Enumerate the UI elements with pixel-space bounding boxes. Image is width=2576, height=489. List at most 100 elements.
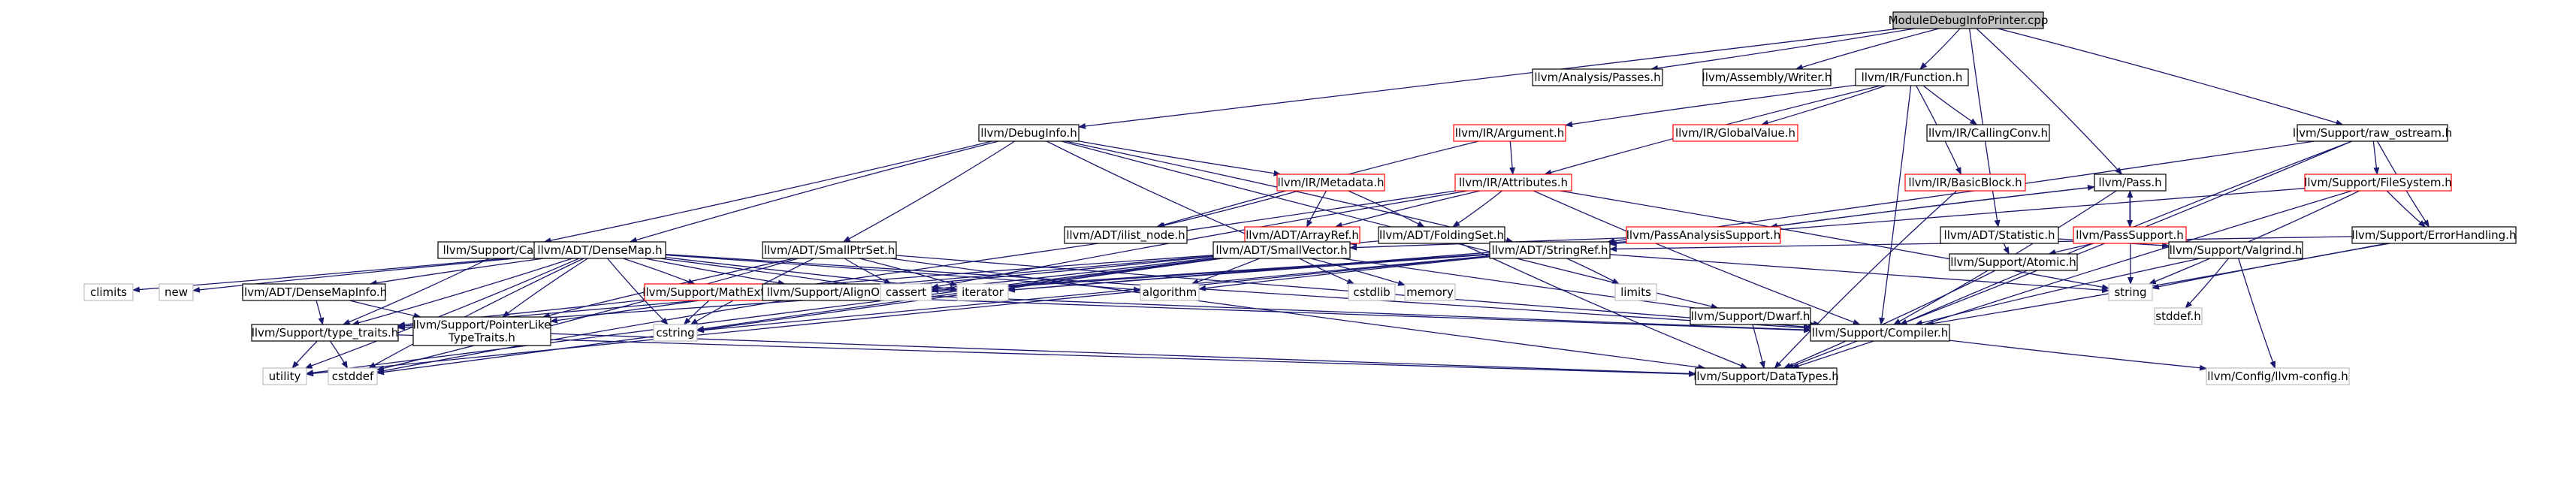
node-memory-label: memory bbox=[1406, 285, 1454, 299]
edge-typetraits-to-cstddef bbox=[329, 340, 349, 369]
node-argument[interactable]: llvm/IR/Argument.h bbox=[1453, 124, 1566, 142]
node-cstdlib[interactable]: cstdlib bbox=[1348, 283, 1396, 301]
node-utility-box bbox=[262, 367, 307, 385]
node-smallptrset-box bbox=[762, 241, 897, 259]
node-arrayref[interactable]: llvm/ADT/ArrayRef.h bbox=[1244, 226, 1360, 244]
node-attributes-box bbox=[1454, 174, 1572, 192]
edge-debuginfo-to-dwarf bbox=[1061, 140, 1719, 309]
node-new[interactable]: new bbox=[159, 283, 194, 301]
node-passes[interactable]: llvm/Analysis/Passes.h bbox=[1532, 68, 1663, 86]
edge-basicblock-to-datatypes bbox=[1774, 190, 1958, 369]
node-arrayref-label: llvm/ADT/ArrayRef.h bbox=[1246, 228, 1359, 242]
node-compiler-label: llvm/Support/Compiler.h bbox=[1812, 326, 1949, 340]
node-statistic-box bbox=[1940, 226, 2059, 244]
edge-dwarf-to-datatypes bbox=[1752, 324, 1765, 369]
nodes-layer: ModuleDebugInfoPrinter.cpp llvm/Analysis/… bbox=[83, 11, 2517, 385]
node-densemap[interactable]: llvm/ADT/DenseMap.h bbox=[533, 241, 666, 259]
node-climits-box bbox=[83, 283, 134, 301]
edge-statistic-to-atomic bbox=[2003, 243, 2010, 255]
node-string[interactable]: string bbox=[2108, 283, 2153, 301]
edge-function-to-globalvalue bbox=[1760, 85, 1886, 126]
node-utility-label: utility bbox=[269, 370, 301, 383]
edge-smallvector-to-cstring bbox=[696, 258, 1222, 332]
edge-densemap-to-pointerlike bbox=[502, 258, 588, 318]
edge-attributes-to-arrayref bbox=[1334, 190, 1481, 228]
node-alignof-label: llvm/Support/AlignOf.h bbox=[766, 285, 893, 299]
edge-smallvector-to-utility bbox=[306, 258, 1217, 376]
node-stringref[interactable]: llvm/ADT/StringRef.h bbox=[1489, 241, 1611, 259]
node-function[interactable]: llvm/IR/Function.h bbox=[1855, 68, 1969, 86]
node-attributes[interactable]: llvm/IR/Attributes.h bbox=[1454, 174, 1572, 192]
node-smallvector[interactable]: llvm/ADT/SmallVector.h bbox=[1213, 241, 1351, 259]
node-callingconv[interactable]: llvm/IR/CallingConv.h bbox=[1926, 124, 2050, 142]
node-filesystem-label: llvm/Support/FileSystem.h bbox=[2304, 176, 2452, 189]
node-densemapinfo[interactable]: llvm/ADT/DenseMapInfo.h bbox=[241, 283, 387, 301]
node-globalvalue[interactable]: llvm/IR/GlobalValue.h bbox=[1672, 124, 1798, 142]
node-debuginfo-label: llvm/DebugInfo.h bbox=[980, 126, 1077, 140]
node-valgrind[interactable]: llvm/Support/Valgrind.h bbox=[2168, 241, 2303, 259]
node-llvmconfig-label: llvm/Config/llvm-config.h bbox=[2207, 370, 2348, 383]
node-cstring-label: cstring bbox=[656, 326, 694, 340]
node-cstddef-box bbox=[328, 367, 378, 385]
node-errorhandling-box bbox=[2351, 226, 2517, 244]
node-stringref-box bbox=[1489, 241, 1611, 259]
node-ilist_node[interactable]: llvm/ADT/ilist_node.h bbox=[1064, 226, 1188, 244]
node-ilist_node-label: llvm/ADT/ilist_node.h bbox=[1066, 228, 1185, 243]
node-pass[interactable]: llvm/Pass.h bbox=[2094, 174, 2167, 192]
node-climits[interactable]: climits bbox=[83, 283, 134, 301]
edge-filesystem-to-errorhandling bbox=[2386, 190, 2427, 228]
node-cstring[interactable]: cstring bbox=[653, 324, 698, 342]
edge-typetraits-to-datatypes bbox=[397, 334, 1696, 377]
node-algorithm[interactable]: algorithm bbox=[1140, 283, 1200, 301]
node-utility[interactable]: utility bbox=[262, 367, 307, 385]
edge-alignof-to-cstddef bbox=[376, 300, 784, 374]
node-iterator[interactable]: iterator bbox=[956, 283, 1009, 301]
node-pass-box bbox=[2094, 174, 2167, 192]
node-root[interactable]: ModuleDebugInfoPrinter.cpp bbox=[1889, 11, 2049, 29]
edge-passsupport-to-atomic bbox=[2048, 243, 2094, 255]
node-stddef[interactable]: stddef.h bbox=[2154, 307, 2203, 325]
node-atomic[interactable]: llvm/Support/Atomic.h bbox=[1949, 253, 2078, 271]
node-statistic[interactable]: llvm/ADT/Statistic.h bbox=[1940, 226, 2059, 244]
node-typetraits-box bbox=[251, 324, 399, 342]
edge-root-to-function bbox=[1919, 28, 1961, 70]
node-cstddef[interactable]: cstddef bbox=[328, 367, 378, 385]
node-foldingset[interactable]: llvm/ADT/FoldingSet.h bbox=[1378, 226, 1505, 244]
node-smallvector-box bbox=[1213, 241, 1351, 259]
node-passanalysis[interactable]: llvm/PassAnalysisSupport.h bbox=[1626, 226, 1781, 244]
node-compiler[interactable]: llvm/Support/Compiler.h bbox=[1810, 324, 1950, 342]
node-filesystem[interactable]: llvm/Support/FileSystem.h bbox=[2304, 174, 2452, 192]
node-cstdlib-box bbox=[1348, 283, 1396, 301]
node-passes-label: llvm/Analysis/Passes.h bbox=[1534, 71, 1660, 84]
node-llvmconfig[interactable]: llvm/Config/llvm-config.h bbox=[2206, 367, 2350, 385]
node-passsupport[interactable]: llvm/PassSupport.h bbox=[2073, 226, 2187, 244]
edge-function-to-compiler bbox=[1879, 85, 1912, 325]
node-dwarf[interactable]: llvm/Support/Dwarf.h bbox=[1690, 307, 1811, 325]
node-cassert[interactable]: cassert bbox=[880, 283, 932, 301]
node-debuginfo[interactable]: llvm/DebugInfo.h bbox=[978, 124, 1080, 142]
node-pointerlike-box bbox=[412, 316, 551, 346]
node-metadata[interactable]: llvm/IR/Metadata.h bbox=[1276, 174, 1385, 192]
node-errorhandling[interactable]: llvm/Support/ErrorHandling.h bbox=[2351, 226, 2517, 244]
node-limits[interactable]: limits bbox=[1614, 283, 1657, 301]
node-typetraits[interactable]: llvm/Support/type_traits.h bbox=[251, 324, 399, 342]
node-basicblock[interactable]: llvm/IR/BasicBlock.h bbox=[1904, 174, 2026, 192]
node-globalvalue-label: llvm/IR/GlobalValue.h bbox=[1675, 126, 1795, 140]
edge-densemap-to-utility bbox=[304, 258, 580, 369]
node-raw_ostream[interactable]: llvm/Support/raw_ostream.h bbox=[2293, 124, 2452, 142]
node-alignof[interactable]: llvm/Support/AlignOf.h bbox=[762, 283, 898, 301]
edge-densemapinfo-to-pointerlike bbox=[349, 300, 421, 319]
node-cassert-label: cassert bbox=[886, 285, 926, 299]
node-cassert-box bbox=[880, 283, 932, 301]
node-writer[interactable]: llvm/Assembly/Writer.h bbox=[1702, 68, 1832, 86]
node-smallptrset[interactable]: llvm/ADT/SmallPtrSet.h bbox=[762, 241, 897, 259]
edge-stringref-to-iterator bbox=[1007, 254, 1490, 293]
node-stddef-label: stddef.h bbox=[2155, 309, 2200, 323]
node-memory[interactable]: memory bbox=[1404, 283, 1456, 301]
node-datatypes[interactable]: llvm/Support/DataTypes.h bbox=[1693, 367, 1839, 385]
edge-densemap-to-mathextras bbox=[623, 258, 696, 285]
node-attributes-label: llvm/IR/Attributes.h bbox=[1459, 176, 1568, 189]
